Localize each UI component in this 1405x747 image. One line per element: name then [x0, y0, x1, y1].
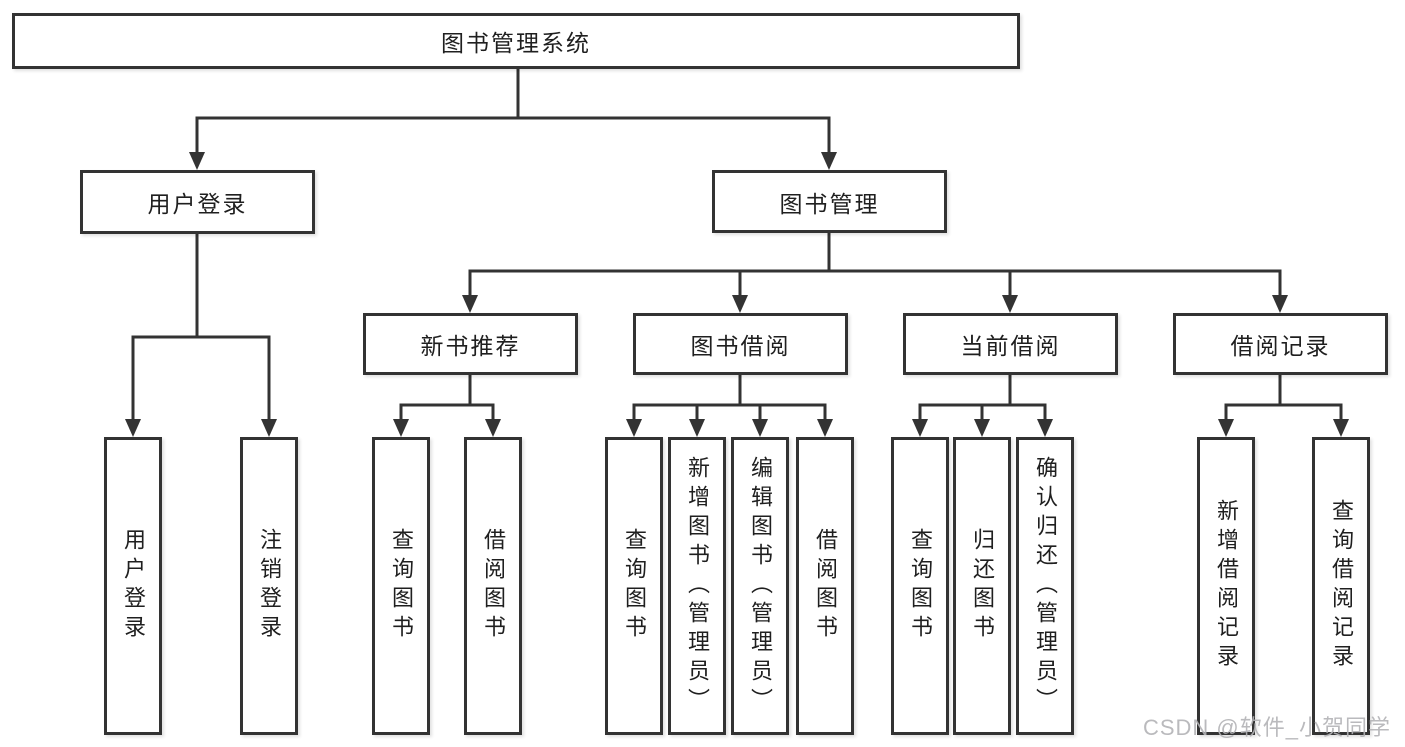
node-label: 新书推荐	[420, 333, 521, 359]
node-label: 确认归还（管理员）	[1033, 455, 1058, 717]
node-label: 当前借阅	[960, 333, 1061, 359]
node-label: 查询图书	[908, 528, 933, 644]
node-current-return-books: 归还图书	[953, 437, 1011, 735]
node-label: 用户登录	[121, 528, 146, 644]
node-new-book-recommend: 新书推荐	[363, 313, 578, 375]
node-recommend-borrow-books: 借阅图书	[464, 437, 522, 735]
node-recommend-query-books: 查询图书	[372, 437, 430, 735]
node-label: 编辑图书（管理员）	[748, 455, 773, 717]
node-label: 借阅图书	[481, 528, 506, 644]
node-logout: 注销登录	[240, 437, 298, 735]
node-label: 新增图书（管理员）	[685, 455, 710, 717]
node-book-management: 图书管理	[712, 170, 947, 233]
node-label: 新增借阅记录	[1214, 499, 1239, 673]
node-borrowing-edit-books-admin: 编辑图书（管理员）	[731, 437, 789, 735]
node-current-confirm-return-admin: 确认归还（管理员）	[1016, 437, 1074, 735]
watermark: CSDN @软件_小贺同学	[1142, 715, 1391, 740]
node-label: 图书借阅	[690, 333, 791, 359]
node-current-query-books: 查询图书	[891, 437, 949, 735]
node-label: 归还图书	[970, 528, 995, 644]
node-label: 用户登录	[147, 191, 248, 217]
node-label: 查询图书	[389, 528, 414, 644]
node-book-borrowing: 图书借阅	[633, 313, 848, 375]
node-records-query-borrow-record: 查询借阅记录	[1312, 437, 1370, 735]
node-label: 注销登录	[257, 528, 282, 644]
node-label: 图书管理	[779, 190, 880, 217]
node-current-borrowing: 当前借阅	[903, 313, 1118, 375]
node-label: 查询图书	[622, 528, 647, 644]
node-library-management-system: 图书管理系统	[12, 13, 1020, 69]
node-label: 图书管理系统	[441, 30, 591, 56]
node-user-login-group: 用户登录	[80, 170, 315, 234]
node-borrowing-add-books-admin: 新增图书（管理员）	[668, 437, 726, 735]
node-label: 借阅图书	[813, 528, 838, 644]
node-borrowing-query-books: 查询图书	[605, 437, 663, 735]
node-user-login: 用户登录	[104, 437, 162, 735]
node-label: 借阅记录	[1230, 333, 1331, 359]
node-borrow-records: 借阅记录	[1173, 313, 1388, 375]
node-borrowing-borrow-books: 借阅图书	[796, 437, 854, 735]
node-records-add-borrow-record: 新增借阅记录	[1197, 437, 1255, 735]
node-label: 查询借阅记录	[1329, 499, 1354, 673]
